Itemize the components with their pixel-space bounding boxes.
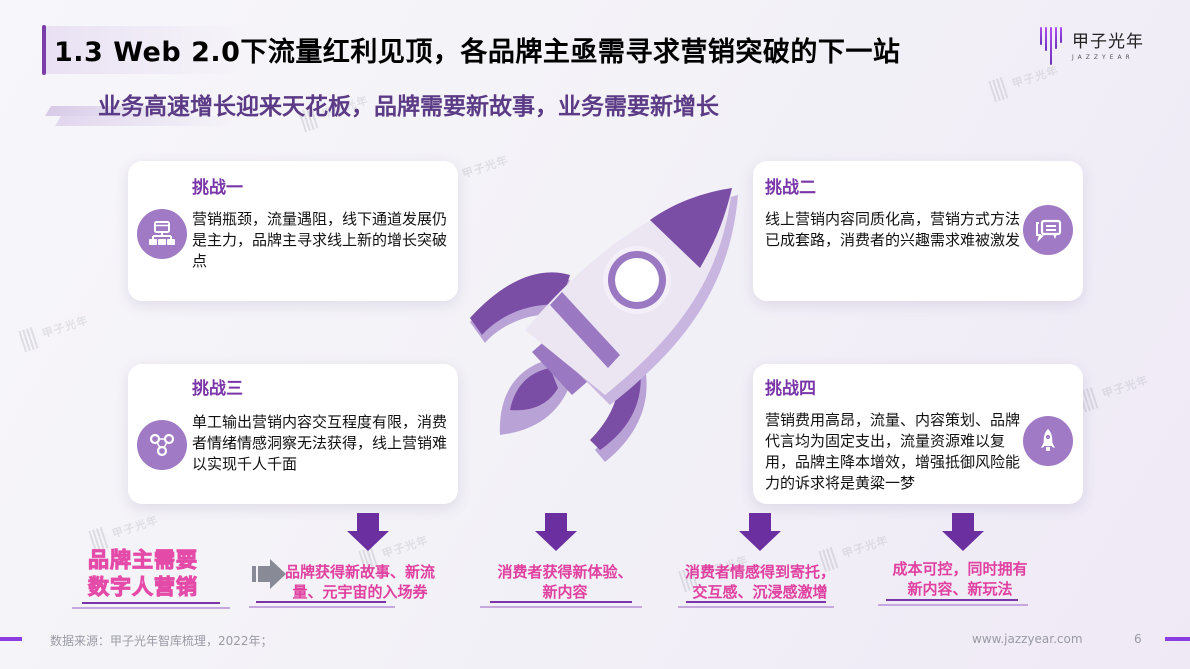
need-line-2: 数字人营销 [88, 575, 198, 600]
title-highlight [46, 26, 246, 74]
challenge-card-2: 挑战二 线上营销内容同质化高，营销方式方法已成套路，消费者的兴趣需求难被激发 [753, 161, 1083, 301]
network-hierarchy-icon [137, 209, 187, 259]
down-arrow-icon [739, 513, 781, 551]
challenge-description: 营销费用高昂，流量、内容策划、品牌代言均为固定支出，流量资源难以复用，品牌主降本… [765, 411, 1021, 492]
need-underline [72, 607, 230, 609]
outcome-underline [886, 599, 1018, 601]
brand-logo: 甲子光年 JAZZYEAR [1040, 27, 1144, 65]
challenge-description: 营销瓶颈，流量遇阻，线下通道发展仍是主力，品牌主寻求线上新的增长突破点 [192, 210, 448, 270]
footer-accent-bar [1165, 637, 1190, 641]
connected-nodes-icon [137, 420, 187, 470]
outcome-3: 消费者情感得到寄托， 交互感、沉浸感激增 [684, 563, 835, 601]
challenge-card-4: 挑战四 营销费用高昂，流量、内容策划、品牌代言均为固定支出，流量资源难以复用，品… [753, 364, 1083, 504]
watermark: 甲子光年 [18, 310, 91, 353]
page-number: 6 [1134, 632, 1142, 646]
need-label: 品牌主需要 数字人营销 [88, 547, 198, 601]
watermark: 甲子光年 [88, 510, 161, 553]
challenge-card-1: 挑战一 营销瓶颈，流量遇阻，线下通道发展仍是主力，品牌主寻求线上新的增长突破点 [128, 161, 458, 301]
logo-name-en: JAZZYEAR [1072, 54, 1134, 61]
outcome-1: 品牌获得新故事、新流 量、元宇宙的入场券 [284, 563, 435, 601]
watermark: 甲子光年 [1078, 370, 1151, 413]
page-title: 1.3 Web 2.0下流量红利见顶，各品牌主亟需寻求营销突破的下一站 [54, 37, 901, 68]
outcome-underline [678, 606, 834, 608]
title-accent-bar [42, 25, 46, 75]
outcome-underline [249, 606, 395, 608]
logo-name-cn: 甲子光年 [1072, 32, 1144, 52]
outcome-underline [256, 601, 386, 603]
logo-bars-icon [1040, 27, 1062, 65]
rocket-illustration [460, 140, 760, 520]
challenge-card-3: 挑战三 单工输出营销内容交互程度有限，消费者情绪情感洞察无法获得，线上营销难以实… [128, 364, 458, 504]
challenge-title: 挑战二 [765, 178, 816, 198]
website-link[interactable]: www.jazzyear.com [972, 632, 1083, 646]
outcome-2: 消费者获得新体验、 新内容 [497, 563, 633, 601]
footer-accent-bar [0, 637, 22, 641]
rocket-icon [1023, 416, 1073, 466]
down-arrow-icon [347, 513, 389, 551]
challenge-title: 挑战一 [192, 178, 243, 198]
page-subtitle: 业务高速增长迎来天花板，品牌需要新故事，业务需要新增长 [98, 94, 719, 120]
outcome-underline [480, 606, 642, 608]
down-arrow-icon [535, 513, 577, 551]
challenge-description: 线上营销内容同质化高，营销方式方法已成套路，消费者的兴趣需求难被激发 [765, 210, 1021, 249]
chat-bubbles-icon [1023, 205, 1073, 255]
data-source: 数据来源：甲子光年智库梳理，2022年； [50, 634, 273, 648]
watermark: 甲子光年 [988, 60, 1061, 103]
outcome-underline [490, 601, 632, 603]
outcome-underline [686, 601, 826, 603]
need-line-1: 品牌主需要 [88, 548, 198, 573]
right-arrow-icon [252, 559, 286, 589]
outcome-4: 成本可控，同时拥有 新内容、新玩法 [892, 560, 1028, 598]
outcome-underline [878, 604, 1028, 606]
challenge-title: 挑战四 [765, 379, 816, 399]
challenge-description: 单工输出营销内容交互程度有限，消费者情绪情感洞察无法获得，线上营销难以实现千人千… [192, 413, 448, 473]
need-underline [82, 602, 220, 604]
challenge-title: 挑战三 [192, 379, 243, 399]
down-arrow-icon [942, 513, 984, 551]
